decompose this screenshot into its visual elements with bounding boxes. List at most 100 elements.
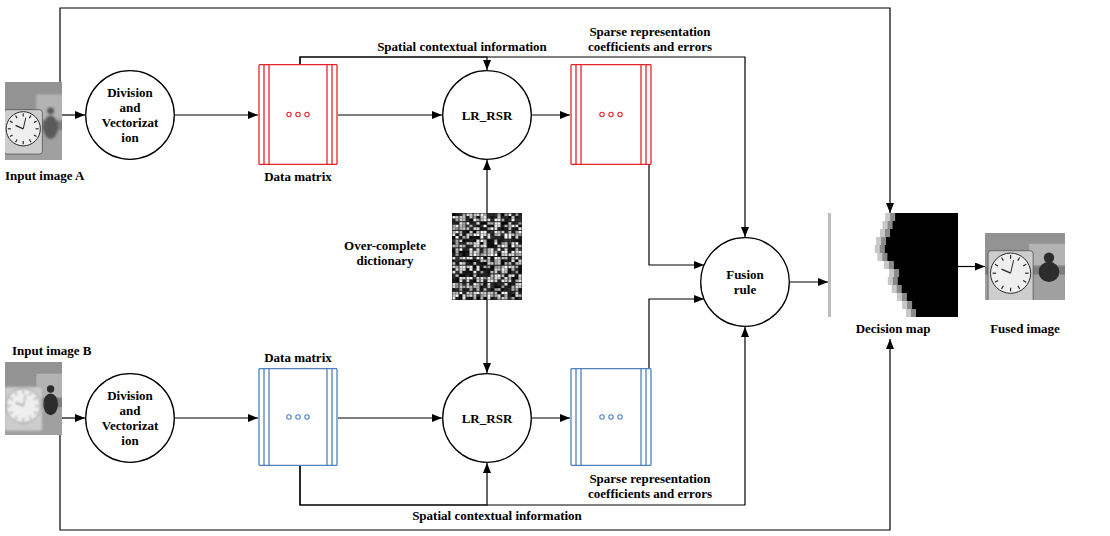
node-label: Sparse representation coefficients and e… xyxy=(563,24,738,54)
input-photo-part xyxy=(6,112,40,146)
dictionary-image-part xyxy=(467,227,470,230)
dictionary-image-part xyxy=(477,280,480,283)
dictionary-image-part xyxy=(456,266,459,269)
dictionary-image-part xyxy=(498,288,501,291)
dictionary-image-part xyxy=(474,248,477,251)
dictionary-image-part xyxy=(453,242,456,245)
dictionary-image-part xyxy=(488,268,491,271)
input-photo-part xyxy=(1039,262,1060,282)
connector-arrow xyxy=(532,114,570,115)
dictionary-image-part xyxy=(502,283,505,286)
dictionary-image-part xyxy=(495,253,498,256)
dictionary-image-part xyxy=(463,292,466,295)
dictionary-image-part xyxy=(498,222,501,225)
data-matrix: Sparse representation coefficients and e… xyxy=(570,368,652,466)
data-matrix-shape xyxy=(258,368,338,466)
dictionary-image-part xyxy=(460,266,463,269)
data-matrix-shape xyxy=(258,64,338,165)
dictionary-image-part xyxy=(519,266,522,269)
dictionary-image-part xyxy=(474,277,477,280)
dictionary-image-part xyxy=(512,216,515,219)
dictionary-image-part xyxy=(488,233,491,236)
dictionary-image-part xyxy=(491,292,494,295)
dictionary-image-part xyxy=(463,262,466,265)
dictionary-image-part xyxy=(463,240,466,243)
dictionary-image-part xyxy=(470,260,473,263)
dictionary-image-part xyxy=(463,231,466,234)
dictionary-image-part xyxy=(477,219,480,222)
dictionary-image-part xyxy=(498,253,501,256)
process-circle: LR_RSR xyxy=(442,373,532,463)
connector-arrow xyxy=(300,57,487,70)
dictionary-image-part xyxy=(512,236,515,239)
dictionary-image-part xyxy=(474,280,477,283)
dictionary-image-part xyxy=(509,286,512,289)
dictionary-image-part xyxy=(484,268,487,271)
dictionary-image-part xyxy=(491,227,494,230)
dictionary-image-part xyxy=(491,219,494,222)
matrix-column xyxy=(650,369,651,466)
dictionary-image-part xyxy=(474,266,477,269)
dictionary-image-part xyxy=(516,227,519,230)
dictionary-image-part xyxy=(467,262,470,265)
dictionary-image-part xyxy=(509,231,512,234)
dictionary-image-part xyxy=(502,233,505,236)
dictionary-image-part xyxy=(505,222,508,225)
dictionary-image-part xyxy=(505,219,508,222)
connector-arrow xyxy=(790,281,828,282)
dictionary-image-part xyxy=(495,286,498,289)
input-photo-part xyxy=(8,128,11,129)
dictionary-image-part xyxy=(467,283,470,286)
dictionary-image-part xyxy=(453,240,456,243)
dictionary-image-part xyxy=(491,248,494,251)
dictionary-image-part xyxy=(474,231,477,234)
dictionary-image-part xyxy=(456,288,459,291)
dictionary-image-part xyxy=(481,231,484,234)
dictionary-image-part xyxy=(470,268,473,271)
dictionary-image-part xyxy=(498,268,501,271)
dictionary-image-part xyxy=(474,257,477,260)
dictionary-image-part xyxy=(495,260,498,263)
dictionary-image-part xyxy=(467,268,470,271)
input-photo-shape xyxy=(5,82,62,160)
dictionary-image-part xyxy=(516,271,519,274)
dictionary-image-part xyxy=(512,266,515,269)
dictionary-image-part xyxy=(456,274,459,277)
dictionary-image-part xyxy=(498,257,501,260)
dictionary-image-part xyxy=(519,257,522,260)
input-photo-part xyxy=(47,107,54,114)
dictionary-image-part xyxy=(491,225,494,228)
node-label: Sparse representation coefficients and e… xyxy=(563,471,738,501)
dictionary-image-part xyxy=(498,260,501,263)
dictionary-image-part xyxy=(467,297,470,300)
dictionary-image-part xyxy=(488,251,491,254)
dictionary-image-part xyxy=(456,251,459,254)
matrix-column xyxy=(570,369,571,466)
circle-text: Division and Vectorizat ion xyxy=(97,388,163,448)
dictionary-image-part xyxy=(467,236,470,239)
dictionary-image-part xyxy=(456,271,459,274)
ellipsis-dot xyxy=(287,112,291,116)
decision-map-part xyxy=(828,213,911,317)
dictionary-image-part xyxy=(502,227,505,230)
dictionary-image-part xyxy=(491,283,494,286)
connector-arrow xyxy=(486,160,487,213)
dictionary-image-part xyxy=(474,240,477,243)
dictionary-image-part xyxy=(491,257,494,260)
dictionary-image-part xyxy=(491,260,494,263)
dictionary-image-part xyxy=(495,268,498,271)
dictionary-image-part xyxy=(488,262,491,265)
dictionary-image-part xyxy=(481,266,484,269)
dictionary-image-part xyxy=(488,231,491,234)
dictionary-image-part xyxy=(460,242,463,245)
dictionary-image-part xyxy=(463,266,466,269)
dictionary-image-part xyxy=(474,219,477,222)
matrix-column xyxy=(645,65,646,165)
clock-figure xyxy=(988,251,1033,300)
dictionary-image-part xyxy=(467,222,470,225)
process-circle: LR_RSR xyxy=(442,70,532,160)
dictionary-image-part xyxy=(460,233,463,236)
dictionary-image-part xyxy=(460,260,463,263)
dictionary-image-part xyxy=(484,274,487,277)
dictionary-image-part xyxy=(460,262,463,265)
